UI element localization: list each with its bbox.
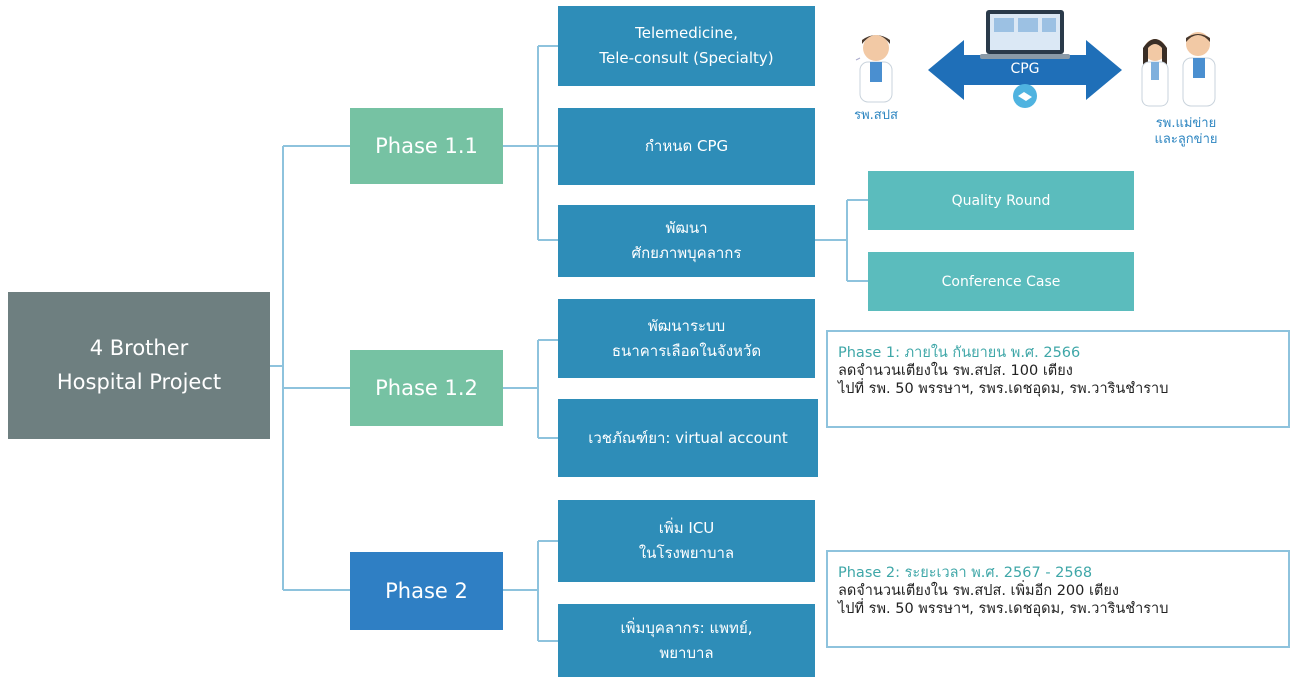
laptop-icon — [980, 10, 1070, 59]
phase-1-1-node: Phase 1.1 — [350, 108, 503, 184]
leaf-virtual-account-line1: เวชภัณฑ์ยา: virtual account — [588, 428, 788, 447]
note-phase-1-line1: ลดจำนวนเตียงใน รพ.สปส. 100 เตียง — [838, 363, 1073, 380]
note-phase-1-line2: ไปที่ รพ. 50 พรรษาฯ, รพร.เดชอุดม, รพ.วาร… — [838, 381, 1169, 398]
leaf-telemedicine-line1: Telemedicine, — [635, 24, 738, 43]
caption-right-line1: รพ.แม่ข่าย — [1155, 116, 1217, 131]
leaf-blood-bank-line1: พัฒนาระบบ — [647, 316, 726, 335]
cpg-arrow-label: CPG — [1010, 61, 1039, 77]
leaf-cpg-line1: กำหนด CPG — [644, 137, 729, 156]
leaf-personnel-line2: พยาบาล — [659, 643, 714, 662]
caption-right-line2: และลูกข่าย — [1154, 131, 1218, 147]
leaf-staff-development: พัฒนา ศักยภาพบุคลากร — [558, 205, 815, 277]
leaf-staff-line1: พัฒนา — [665, 219, 708, 238]
leaf-telemedicine: Telemedicine, Tele-consult (Specialty) — [558, 6, 815, 86]
leaf-icu-line1: เพิ่ม ICU — [658, 519, 715, 538]
leaf-blood-bank: พัฒนาระบบ ธนาคารเลือดในจังหวัด — [558, 299, 815, 378]
phase-1-2-node: Phase 1.2 — [350, 350, 503, 426]
leaf-icu: เพิ่ม ICU ในโรงพยาบาล — [558, 500, 815, 582]
note-phase-2-line2: ไปที่ รพ. 50 พรรษาฯ, รพร.เดชอุดม, รพ.วาร… — [838, 601, 1169, 618]
note-phase-1: Phase 1: ภายใน กันยายน พ.ศ. 2566 ลดจำนวน… — [826, 330, 1290, 428]
caption-right: รพ.แม่ข่าย และลูกข่าย — [1138, 116, 1234, 147]
cpg-illustration: CPG — [855, 10, 1216, 108]
leaf-virtual-account: เวชภัณฑ์ยา: virtual account — [558, 399, 818, 477]
caption-left-text: รพ.สปส — [854, 108, 898, 123]
leaf-conference-case: Conference Case — [868, 252, 1134, 311]
leaf-staff-line2: ศักยภาพบุคลากร — [631, 244, 742, 262]
caption-left: รพ.สปส — [842, 108, 910, 124]
leaf-personnel-line1: เพิ่มบุคลากร: แพทย์, — [620, 618, 753, 637]
note-phase-2-line1: ลดจำนวนเตียงใน รพ.สปส. เพิ่มอีก 200 เตีย… — [838, 583, 1119, 600]
leaf-telemedicine-line2: Tele-consult (Specialty) — [599, 49, 774, 67]
leaf-cpg: กำหนด CPG — [558, 108, 815, 185]
leaf-icu-line2: ในโรงพยาบาล — [638, 544, 735, 562]
double-arrow-icon — [928, 40, 1122, 100]
root-line2: Hospital Project — [56, 369, 222, 394]
doctors-icon — [1141, 32, 1216, 107]
root-node: 4 Brother Hospital Project — [8, 292, 270, 439]
phase-2-node: Phase 2 — [350, 552, 503, 630]
leaf-personnel: เพิ่มบุคลากร: แพทย์, พยาบาล — [558, 604, 815, 677]
leaf-blood-bank-line2: ธนาคารเลือดในจังหวัด — [611, 341, 762, 360]
note-phase-2-head: Phase 2: ระยะเวลา พ.ศ. 2567 - 2568 — [838, 565, 1093, 581]
handshake-icon — [1013, 84, 1037, 108]
note-phase-2: Phase 2: ระยะเวลา พ.ศ. 2567 - 2568 ลดจำน… — [826, 550, 1290, 648]
note-phase-1-head: Phase 1: ภายใน กันยายน พ.ศ. 2566 — [838, 345, 1081, 361]
leaf-quality-round: Quality Round — [868, 171, 1134, 230]
doctor-icon — [855, 35, 893, 103]
root-line1: 4 Brother — [89, 335, 189, 360]
